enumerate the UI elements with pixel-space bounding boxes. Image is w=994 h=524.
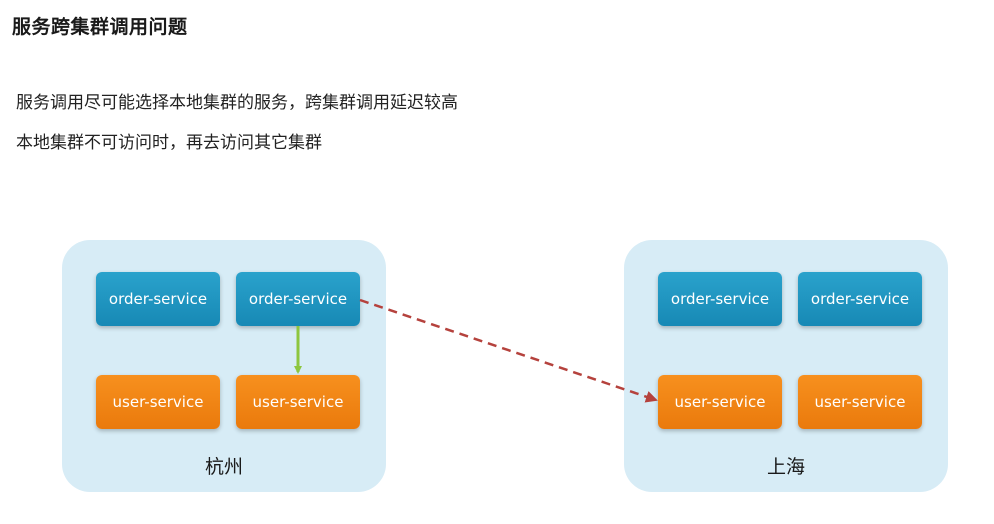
sh-order-service-2[interactable]: order-service [798, 272, 922, 326]
cluster-label-shanghai: 上海 [766, 456, 805, 478]
sh-user-service-2[interactable]: user-service [798, 375, 922, 429]
sh-user-service-1[interactable]: user-service [658, 375, 782, 429]
cluster-label-hangzhou: 杭州 [204, 456, 243, 478]
cross-cluster-call-arrow [359, 298, 658, 403]
bullet-fallback: 本地集群不可访问时，再去访问其它集群 [16, 133, 322, 153]
page-title: 服务跨集群调用问题 [12, 16, 188, 38]
cluster-hangzhou: order-service order-service user-service… [62, 240, 386, 492]
hz-user-service-1[interactable]: user-service [96, 375, 220, 429]
sh-order-service-1[interactable]: order-service [658, 272, 782, 326]
hz-order-service-2[interactable]: order-service [236, 272, 360, 326]
hz-order-service-1[interactable]: order-service [96, 272, 220, 326]
cluster-shanghai: order-service order-service user-service… [624, 240, 948, 492]
hz-user-service-2[interactable]: user-service [236, 375, 360, 429]
bullet-local-preference: 服务调用尽可能选择本地集群的服务，跨集群调用延迟较高 [16, 93, 458, 113]
